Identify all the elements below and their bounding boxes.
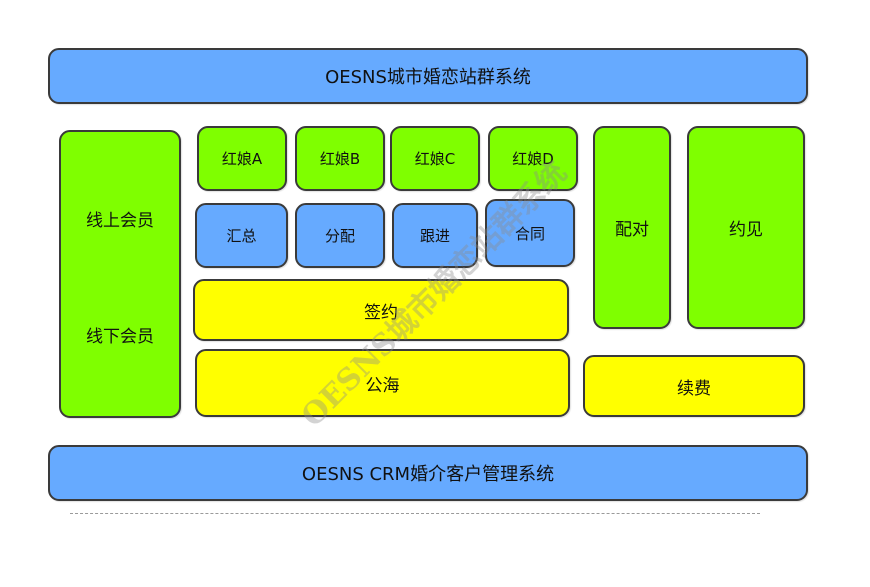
- matchmaker-d-label: 红娘D: [512, 150, 554, 168]
- dashed-divider: [70, 513, 760, 514]
- matchmaker-a-label: 红娘A: [221, 150, 263, 168]
- summary-box: 汇总: [195, 203, 288, 268]
- bottom-system-label: OESNS CRM婚介客户管理系统: [301, 464, 555, 485]
- public-pool-box: 公海: [195, 349, 570, 417]
- bottom-system-bar: OESNS CRM婚介客户管理系统: [48, 445, 808, 501]
- follow-up-label: 跟进: [419, 227, 450, 245]
- meeting-label: 约见: [729, 220, 763, 240]
- contract-label: 合同: [514, 224, 545, 243]
- top-system-bar: OESNS城市婚恋站群系统: [48, 48, 808, 104]
- signing-box: 签约: [193, 279, 569, 341]
- contract-box: 合同: [485, 199, 575, 267]
- meeting-box: 约见: [687, 126, 805, 329]
- matchmaker-d-box: 红娘D: [488, 126, 578, 191]
- matchmaker-c-label: 红娘C: [414, 150, 456, 168]
- matchmaker-a-box: 红娘A: [197, 126, 287, 191]
- offline-members-label: 线下会员: [86, 327, 154, 347]
- renewal-label: 续费: [677, 378, 711, 399]
- online-members-label: 线上会员: [86, 211, 154, 231]
- pairing-box: 配对: [593, 126, 671, 329]
- signing-label: 签约: [364, 302, 398, 323]
- matchmaker-b-box: 红娘B: [295, 126, 385, 191]
- top-system-label: OESNS城市婚恋站群系统: [325, 67, 531, 88]
- assign-box: 分配: [295, 203, 385, 268]
- renewal-box: 续费: [583, 355, 805, 417]
- matchmaker-b-label: 红娘B: [319, 150, 361, 168]
- follow-up-box: 跟进: [392, 203, 478, 268]
- pairing-label: 配对: [615, 220, 649, 240]
- members-box: 线上会员 线下会员: [59, 130, 181, 418]
- matchmaker-c-box: 红娘C: [390, 126, 480, 191]
- assign-label: 分配: [324, 227, 355, 245]
- summary-label: 汇总: [226, 227, 257, 245]
- public-pool-label: 公海: [365, 375, 400, 396]
